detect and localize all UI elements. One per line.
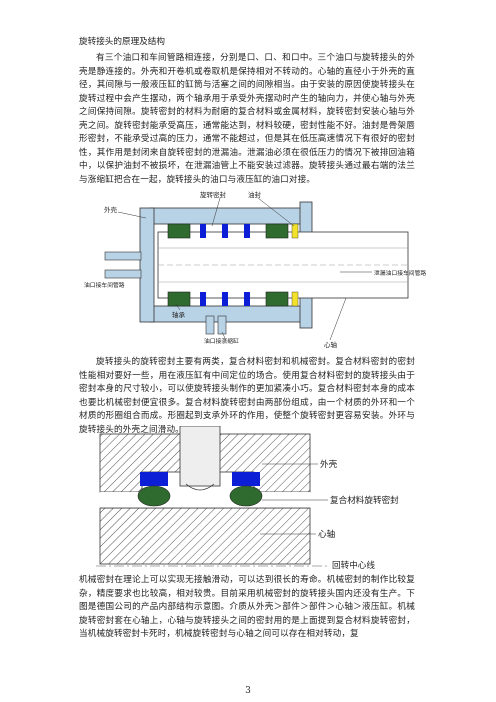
label-outer-housing: 外壳 xyxy=(104,205,118,214)
label-shaft-2: 心轴 xyxy=(318,528,335,540)
oil-seal-bottom xyxy=(291,291,299,307)
paragraph-3: 机械密封在理论上可以实现无接触滑动，可以达到很长的寿命。机械密封的制作比较复杂，… xyxy=(79,575,415,639)
shaft-section xyxy=(99,507,311,565)
housing-upper xyxy=(149,207,311,225)
oil-seal-top xyxy=(291,223,299,239)
label-housing-2: 外壳 xyxy=(320,458,338,470)
composite-seal-diagram: 外壳 复合材料旋转密封 心轴 回转中心线 xyxy=(96,426,399,571)
section-heading: 旋转接头的原理及结构 xyxy=(79,37,165,47)
page-number: 3 xyxy=(245,686,251,696)
seal-o-ring-right xyxy=(229,485,263,507)
seal-outer-ring-left xyxy=(140,472,168,486)
label-port-cylinder: 油口接涨缩缸 xyxy=(204,337,239,345)
rotary-seal-1-bottom xyxy=(200,292,206,306)
label-bearing: 轴承 xyxy=(172,310,186,319)
label-leak-pipe: 泄漏油口接车间管路 xyxy=(374,269,426,277)
rotary-seal-2-bottom xyxy=(222,292,228,306)
seal-o-ring-left xyxy=(137,485,171,507)
paragraph-1: 有三个油口和车间管路相连接，分别是口、口、和口中。三个油口与旋转接头的外壳是静连… xyxy=(79,53,415,185)
paragraph-2: 旋转接头的旋转密封主要有两类，复合材料密封和机械密封。复合材料密封的密封性能相对… xyxy=(79,357,415,435)
bearing-left-bottom xyxy=(167,291,191,307)
bearing-right-bottom xyxy=(265,291,289,307)
rotary-seal-3-bottom xyxy=(244,292,250,306)
seal-outer-ring-right xyxy=(232,472,260,486)
label-oil-seal: 油封 xyxy=(248,190,262,199)
label-rotation-center-line: 回转中心线 xyxy=(332,559,375,571)
rotary-seal-2-top xyxy=(222,224,228,238)
label-port-workshop: 油口接车间管路 xyxy=(84,281,125,289)
rotary-seal-1-top xyxy=(200,224,206,238)
label-rotary-seal: 旋转密封 xyxy=(200,190,227,199)
housing-left-wall xyxy=(139,207,155,323)
bearing-right-top xyxy=(265,223,289,239)
label-shaft: 心轴 xyxy=(324,340,338,349)
rotary-joint-diagram: 外壳 旋转密封 油封 泄漏油口接车间管路 油口接车间管路 轴承 油口接涨缩缸 心… xyxy=(84,190,426,349)
label-composite-seal: 复合材料旋转密封 xyxy=(330,494,399,506)
bearing-left-top xyxy=(167,223,191,239)
rotary-seal-3-top xyxy=(244,224,250,238)
